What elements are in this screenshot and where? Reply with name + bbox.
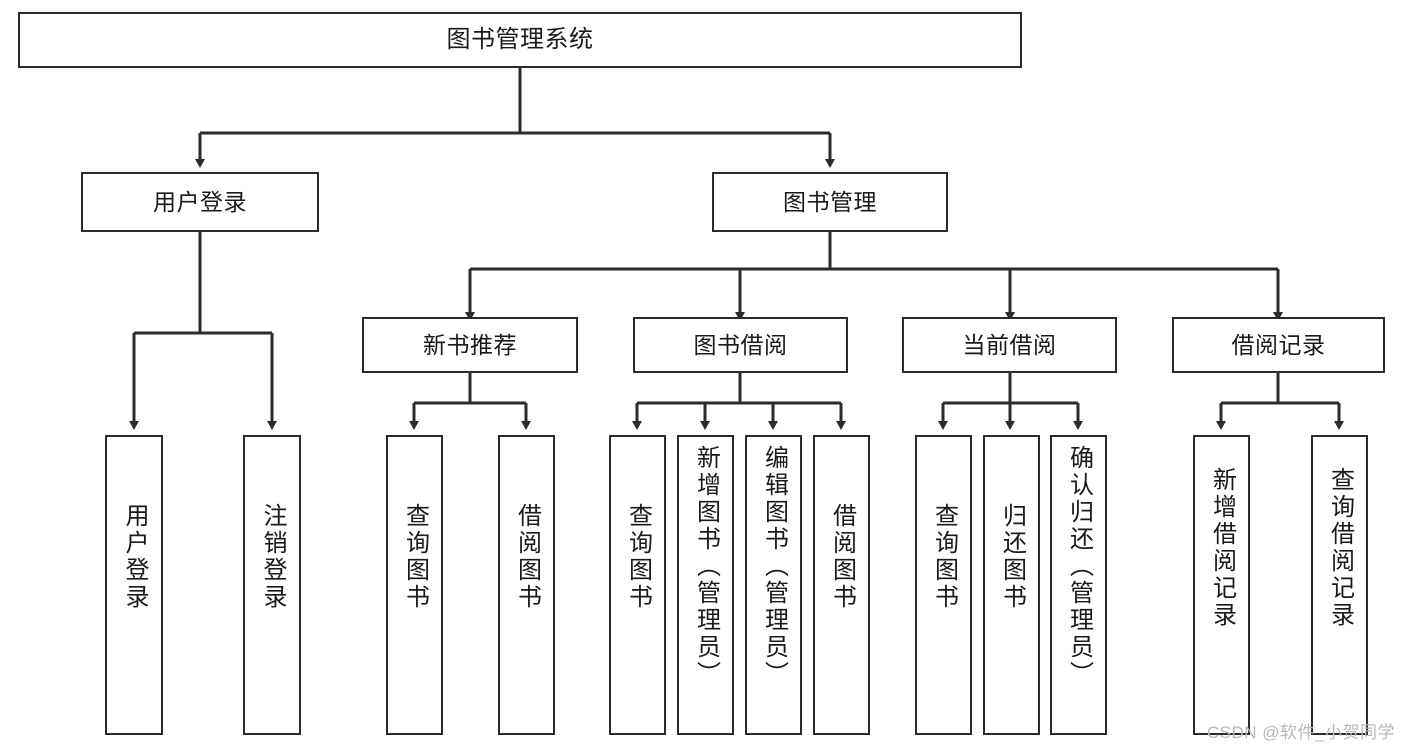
leaf-logout[interactable]: 注销登录 — [243, 435, 301, 735]
csdn-watermark: CSDN @软件_小贺同学 — [1206, 723, 1395, 742]
leaf-nb-borrow-book-label: 借阅图书 — [513, 503, 541, 611]
leaf-cb-return-book-label: 归还图书 — [998, 503, 1026, 611]
leaf-logout-label: 注销登录 — [259, 503, 286, 611]
leaf-cb-return-book[interactable]: 归还图书 — [983, 435, 1040, 735]
leaf-br-add-record-label: 新增借阅记录 — [1208, 467, 1236, 629]
leaf-bb-query-book[interactable]: 查询图书 — [609, 435, 666, 735]
leaf-br-add-record[interactable]: 新增借阅记录 — [1193, 435, 1250, 735]
leaf-cb-confirm-return-label: 确认归还（管理员） — [1065, 445, 1093, 688]
node-borrow-record[interactable]: 借阅记录 — [1172, 317, 1385, 373]
leaf-nb-query-book-label: 查询图书 — [401, 503, 429, 611]
node-book-borrow-label: 图书借阅 — [693, 331, 788, 358]
leaf-nb-borrow-book[interactable]: 借阅图书 — [498, 435, 555, 735]
node-borrow-record-label: 借阅记录 — [1231, 331, 1326, 358]
node-book-manage-label: 图书管理 — [783, 188, 877, 215]
leaf-bb-query-book-label: 查询图书 — [624, 503, 652, 611]
node-root-system-label: 图书管理系统 — [446, 26, 594, 54]
leaf-cb-confirm-return[interactable]: 确认归还（管理员） — [1050, 435, 1107, 735]
node-current-borrow-label: 当前借阅 — [962, 331, 1057, 358]
node-current-borrow[interactable]: 当前借阅 — [902, 317, 1117, 373]
leaf-bb-add-book[interactable]: 新增图书（管理员） — [677, 435, 734, 735]
leaf-bb-edit-book-label: 编辑图书（管理员） — [760, 445, 788, 688]
node-new-book-recommend-label: 新书推荐 — [423, 331, 517, 358]
leaf-br-query-record[interactable]: 查询借阅记录 — [1311, 435, 1368, 735]
leaf-user-login-label: 用户登录 — [121, 503, 148, 611]
node-user-login[interactable]: 用户登录 — [81, 172, 319, 232]
leaf-br-query-record-label: 查询借阅记录 — [1326, 467, 1354, 629]
leaf-bb-add-book-label: 新增图书（管理员） — [692, 445, 720, 688]
leaf-bb-borrow-book-label: 借阅图书 — [828, 503, 856, 611]
node-book-manage[interactable]: 图书管理 — [712, 172, 948, 232]
leaf-cb-query-book-label: 查询图书 — [930, 503, 958, 611]
node-user-login-label: 用户登录 — [153, 188, 247, 215]
leaf-user-login[interactable]: 用户登录 — [105, 435, 163, 735]
leaf-nb-query-book[interactable]: 查询图书 — [386, 435, 443, 735]
node-book-borrow[interactable]: 图书借阅 — [633, 317, 848, 373]
leaf-bb-edit-book[interactable]: 编辑图书（管理员） — [745, 435, 802, 735]
leaf-cb-query-book[interactable]: 查询图书 — [915, 435, 972, 735]
leaf-bb-borrow-book[interactable]: 借阅图书 — [813, 435, 870, 735]
node-root-system[interactable]: 图书管理系统 — [18, 12, 1022, 68]
node-new-book-recommend[interactable]: 新书推荐 — [362, 317, 578, 373]
